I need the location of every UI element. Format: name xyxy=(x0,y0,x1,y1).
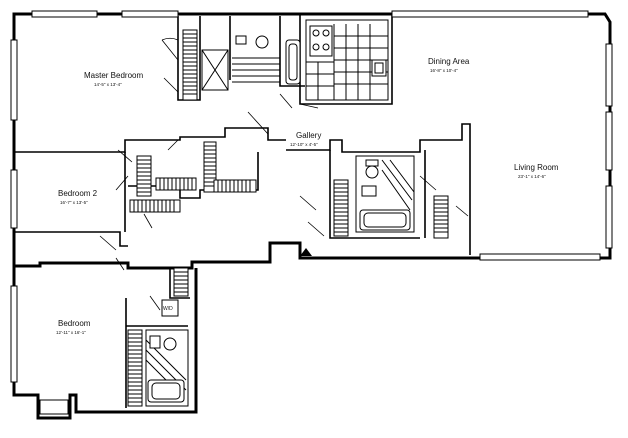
room-name-bedroom: Bedroom xyxy=(58,319,91,328)
sink-icon xyxy=(149,335,161,349)
outer-wall-upper xyxy=(12,12,612,270)
door-bedroom2 xyxy=(117,149,133,163)
room-dims-gallery: 12'-10" x 4'-5" xyxy=(290,142,318,147)
door-living-bath xyxy=(419,175,437,191)
window-bedroom-west xyxy=(10,285,18,383)
room-dims-living-room: 23'-1" x 14'-6" xyxy=(518,174,546,179)
door-gallery-1 xyxy=(247,111,269,135)
door-bedroom2-2 xyxy=(115,175,129,191)
wall-master-bedroom-south xyxy=(15,127,286,153)
wall-bedroom2-south xyxy=(15,231,128,247)
closet-hall xyxy=(203,141,217,193)
closet-bedroom2-c xyxy=(129,199,181,213)
wall-living-west xyxy=(329,150,426,239)
window-master-2 xyxy=(121,10,179,18)
room-name-living-room: Living Room xyxy=(514,163,559,172)
closet-bedroom xyxy=(173,267,189,297)
bathroom-living xyxy=(355,155,415,233)
door-gallery-2 xyxy=(167,139,179,151)
room-name-dining-area: Dining Area xyxy=(428,57,470,66)
wall-bedroom-bath xyxy=(125,268,190,408)
room-name-gallery: Gallery xyxy=(296,131,321,140)
window-living-4 xyxy=(479,253,601,261)
closet-living xyxy=(333,179,349,237)
door-living-closet xyxy=(299,195,317,211)
doors xyxy=(99,37,469,311)
closet-living-2 xyxy=(433,195,449,239)
kitchen xyxy=(305,19,389,101)
window-bedroom2-west xyxy=(10,169,18,229)
closet-hall-2 xyxy=(213,179,257,193)
room-dims-dining-area: 16'-8" x 10'-4" xyxy=(430,68,458,73)
door-master-2 xyxy=(163,77,179,93)
bathroom-master xyxy=(201,35,301,91)
window-living-3 xyxy=(605,185,613,249)
wall-gallery-south xyxy=(286,123,471,255)
room-dims-bedroom-2: 16'-7" x 13'-5" xyxy=(60,200,88,205)
toilet-icon xyxy=(163,337,177,351)
sink-icon xyxy=(361,185,377,197)
room-name-bedroom-2: Bedroom 2 xyxy=(58,189,98,198)
room-dims-master-bedroom: 14'-5" x 13'-4" xyxy=(94,82,122,87)
door-bedroom-bath xyxy=(149,295,161,311)
window-master-1 xyxy=(31,10,98,18)
closet-hatching xyxy=(127,29,449,407)
stove-icon xyxy=(309,25,333,57)
bathroom-bedroom xyxy=(145,329,189,407)
door-living-closet-3 xyxy=(455,205,469,217)
closet-bedroom-2 xyxy=(127,329,143,407)
door-living-closet-2 xyxy=(307,221,325,237)
toilet-icon xyxy=(365,159,379,179)
washer-dryer: W/D xyxy=(161,299,179,317)
closet-master xyxy=(182,29,198,101)
window-bay xyxy=(39,399,69,415)
outer-wall-lower xyxy=(12,266,198,420)
window-dining xyxy=(391,10,589,18)
door-bedroom-2 xyxy=(115,257,125,271)
bathtub-icon xyxy=(285,39,301,85)
window-living-2 xyxy=(605,111,613,171)
washer-dryer-label: W/D xyxy=(163,306,173,312)
window-living-1 xyxy=(605,43,613,107)
closet-bedroom2-b xyxy=(155,177,197,191)
bathtub-icon xyxy=(359,209,411,231)
windows xyxy=(10,10,613,415)
door-bedroom2-closet xyxy=(143,213,153,229)
room-dims-bedroom: 12'-11" x 16'-1" xyxy=(56,330,86,335)
sink-icon xyxy=(371,59,387,77)
door-bath-master xyxy=(279,93,293,109)
entry-arrow-icon xyxy=(300,248,312,256)
door-master xyxy=(161,37,179,61)
closet-bedroom2-a xyxy=(136,155,152,197)
window-master-west xyxy=(10,39,18,121)
door-kitchen xyxy=(299,103,319,109)
door-bedroom xyxy=(99,235,117,251)
room-name-master-bedroom: Master Bedroom xyxy=(84,71,143,80)
bathtub-icon xyxy=(147,379,185,403)
room-labels: Master Bedroom 14'-5" x 13'-4" Dining Ar… xyxy=(56,57,559,335)
exterior-walls xyxy=(12,12,612,420)
toilet-icon xyxy=(235,35,269,49)
